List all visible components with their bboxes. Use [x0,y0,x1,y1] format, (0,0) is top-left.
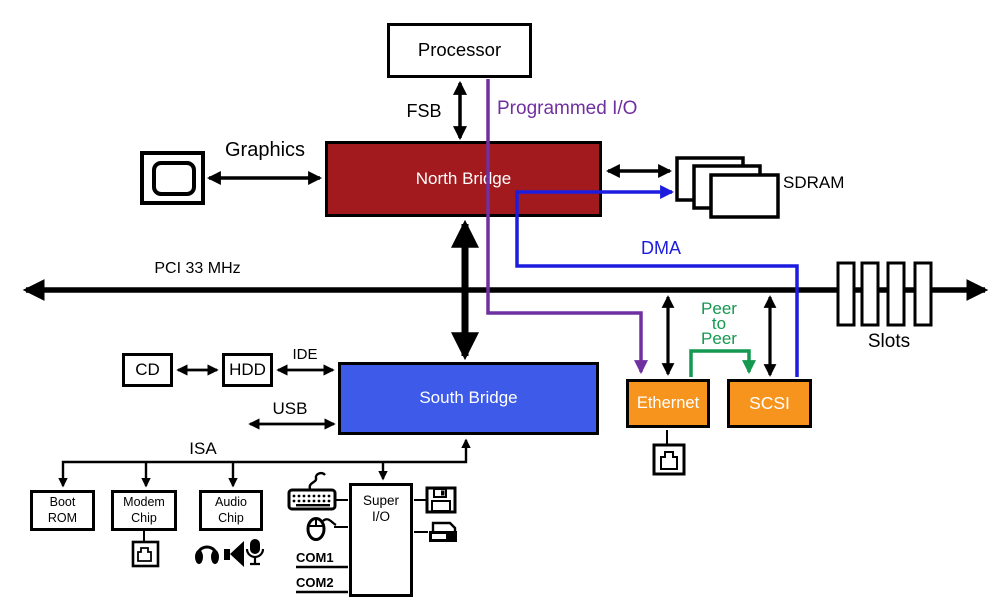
slots-label: Slots [867,331,911,352]
audio-chip-label-1: Audio [215,495,247,510]
dma-line [515,185,799,377]
north-bridge-label: North Bridge [415,168,512,188]
speaker-icon [224,541,244,567]
super-io-label-2: I/O [371,509,390,525]
modem-chip-label-2: Chip [131,510,157,525]
pci-slots-icon [836,261,933,327]
ethernet-label: Ethernet [636,394,700,413]
floppy-icon [425,486,457,514]
ethernet-jack-icon [652,443,686,476]
usb-label: USB [272,399,308,418]
graphics-label: Graphics [224,139,306,161]
boot-rom-box: Boot ROM [30,490,95,531]
isa-label: ISA [189,439,217,458]
peer-to-peer-line [689,349,756,377]
hdd-label: HDD [229,359,266,379]
microphone-icon [245,539,265,566]
pci-bus-label: PCI 33 MHz [154,260,241,277]
super-io-label-1: Super [362,493,400,508]
fsb-label: FSB [406,101,442,121]
sdram-stack-icon [675,156,780,219]
sdram-label: SDRAM [783,173,845,192]
programmed-io-label: Programmed I/O [497,98,638,119]
ethernet-box: Ethernet [626,379,710,428]
keyboard-icon [287,471,337,511]
processor-label: Processor [417,39,502,61]
boot-rom-label-1: Boot [49,495,76,510]
com2-label: COM2 [296,575,334,590]
mouse-icon [306,517,337,541]
headphones-icon [195,545,219,564]
monitor-icon [140,151,205,205]
modem-chip-label-1: Modem [123,495,165,510]
audio-chip-label-2: Chip [218,510,244,525]
peer-to-peer-label: Peer to Peer [690,300,748,348]
printer-icon [429,521,457,542]
com1-label: COM1 [296,550,334,565]
super-io-box: Super I/O [349,483,413,597]
south-bridge-label: South Bridge [419,388,518,408]
audio-chip-box: Audio Chip [199,490,263,531]
scsi-label: SCSI [749,392,790,413]
modem-chip-box: Modem Chip [111,490,177,531]
modem-jack-icon [131,540,160,568]
scsi-box: SCSI [727,379,812,428]
boot-rom-label-2: ROM [47,510,78,525]
programmed-io-line [486,79,648,375]
south-bridge-box: South Bridge [338,362,599,435]
cd-label: CD [135,359,160,379]
dma-label: DMA [641,238,681,258]
isa-bus-line [58,438,471,488]
cd-box: CD [122,353,173,387]
north-bridge-box: North Bridge [325,141,602,217]
peer-to-peer-line3: Peer [701,329,737,348]
ide-label: IDE [292,346,318,363]
hdd-box: HDD [222,353,273,387]
processor-box: Processor [387,23,532,78]
